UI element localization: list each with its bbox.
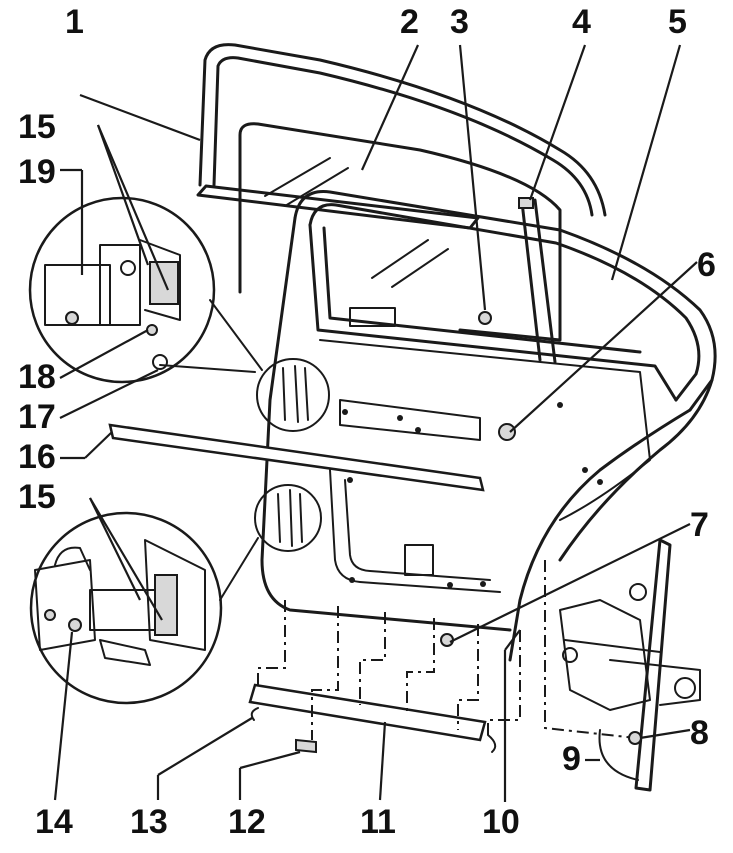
leader-lines — [53, 44, 698, 802]
callout-4: 4 — [572, 3, 591, 41]
window-glass — [238, 122, 562, 342]
callout-14: 14 — [35, 803, 73, 841]
callout-19: 19 — [18, 153, 56, 191]
callout-10: 10 — [482, 803, 520, 841]
outer-weatherstrip — [108, 423, 485, 492]
callout-5: 5 — [668, 3, 687, 41]
callout-2: 2 — [400, 3, 419, 41]
nut — [440, 633, 454, 647]
callout-7: 7 — [690, 506, 709, 544]
window-regulator — [559, 538, 701, 792]
callout-3: 3 — [450, 3, 469, 41]
callout-15-lower: 15 — [18, 478, 56, 516]
callout-18: 18 — [18, 358, 56, 396]
bolt — [498, 423, 516, 441]
callout-15-upper: 15 — [18, 108, 56, 146]
callout-8: 8 — [690, 714, 709, 752]
callout-6: 6 — [697, 246, 716, 284]
inner-panel — [329, 399, 603, 593]
callout-12: 12 — [228, 803, 266, 841]
callout-16: 16 — [18, 438, 56, 476]
upper-hinge-detail — [28, 196, 263, 384]
window-channel-frame — [196, 43, 607, 230]
clips — [250, 707, 497, 754]
callout-13: 13 — [130, 803, 168, 841]
callout-17: 17 — [18, 398, 56, 436]
callout-11: 11 — [360, 803, 396, 841]
lower-sill-strip — [248, 683, 487, 742]
mounting-lines — [257, 560, 637, 740]
door-frame — [260, 190, 717, 662]
glass-screw — [478, 311, 492, 325]
callout-1: 1 — [65, 3, 84, 41]
rear-guide-channel — [518, 197, 557, 364]
callout-9: 9 — [562, 740, 581, 778]
detail-magnifier-circles — [254, 358, 330, 552]
lower-hinge-detail — [29, 511, 259, 705]
